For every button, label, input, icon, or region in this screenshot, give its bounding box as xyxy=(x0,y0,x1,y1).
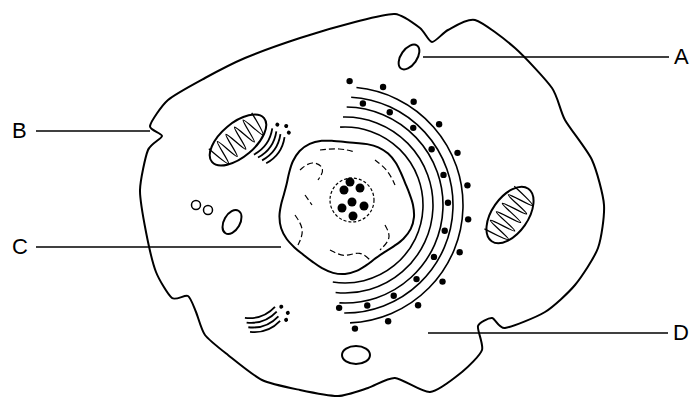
leader-line xyxy=(423,56,669,57)
ribosome xyxy=(413,276,419,282)
vesicle xyxy=(192,201,201,210)
leader-line xyxy=(428,332,668,333)
part-label: D xyxy=(673,322,689,344)
nucleolus-granule xyxy=(340,186,349,195)
chromatin xyxy=(300,163,323,180)
endoplasmic-reticulum xyxy=(333,127,423,283)
mitochondrion xyxy=(201,105,275,175)
ribosome xyxy=(352,325,358,331)
chromatin xyxy=(295,215,302,245)
chromatin xyxy=(330,250,372,262)
part-label: B xyxy=(12,120,27,142)
ribosome xyxy=(410,99,416,105)
ribosome xyxy=(346,78,352,84)
chromatin xyxy=(320,149,355,152)
ribosome xyxy=(464,182,470,188)
ribosome xyxy=(387,109,393,115)
chromatin xyxy=(375,160,395,185)
ribosome xyxy=(415,302,421,308)
golgi-apparatus xyxy=(245,303,293,336)
chromatin xyxy=(380,225,389,250)
ribosome xyxy=(442,228,448,234)
nucleolus-granule xyxy=(338,204,347,213)
part-label: C xyxy=(12,236,28,258)
ribosome xyxy=(454,150,460,156)
ribosome xyxy=(428,146,434,152)
endoplasmic-reticulum xyxy=(336,117,433,293)
nucleolus xyxy=(330,178,374,222)
golgi-apparatus xyxy=(254,119,295,166)
ribosome xyxy=(391,293,397,299)
chromatin xyxy=(305,195,312,205)
part-label: A xyxy=(674,46,689,68)
nucleus xyxy=(279,141,414,274)
leader-line xyxy=(36,246,281,247)
ribosome xyxy=(445,200,451,206)
ribosome xyxy=(436,121,442,127)
ribosome xyxy=(380,84,386,90)
ribosome xyxy=(385,318,391,324)
nucleolus-granule xyxy=(356,184,365,193)
leader-line xyxy=(36,130,150,131)
ribosome xyxy=(360,100,366,106)
nucleolus-granule xyxy=(348,198,357,207)
vacuole xyxy=(394,41,423,73)
ribosome xyxy=(364,302,370,308)
nucleolus-granule xyxy=(349,212,358,221)
ribosome xyxy=(465,216,471,222)
ribosome xyxy=(456,249,462,255)
ribosome xyxy=(336,305,342,311)
nucleolus-granule xyxy=(360,202,369,211)
vesicle xyxy=(204,206,213,215)
endoplasmic-reticulum xyxy=(350,88,463,323)
nucleolus-granule xyxy=(346,178,355,187)
ribosome xyxy=(410,125,416,131)
vacuole xyxy=(219,207,246,238)
mitochondrion xyxy=(477,178,543,251)
cell-membrane xyxy=(140,14,604,396)
ribosome xyxy=(431,254,437,260)
ribosome xyxy=(440,172,446,178)
ribosome xyxy=(439,278,445,284)
vacuole xyxy=(342,346,370,364)
